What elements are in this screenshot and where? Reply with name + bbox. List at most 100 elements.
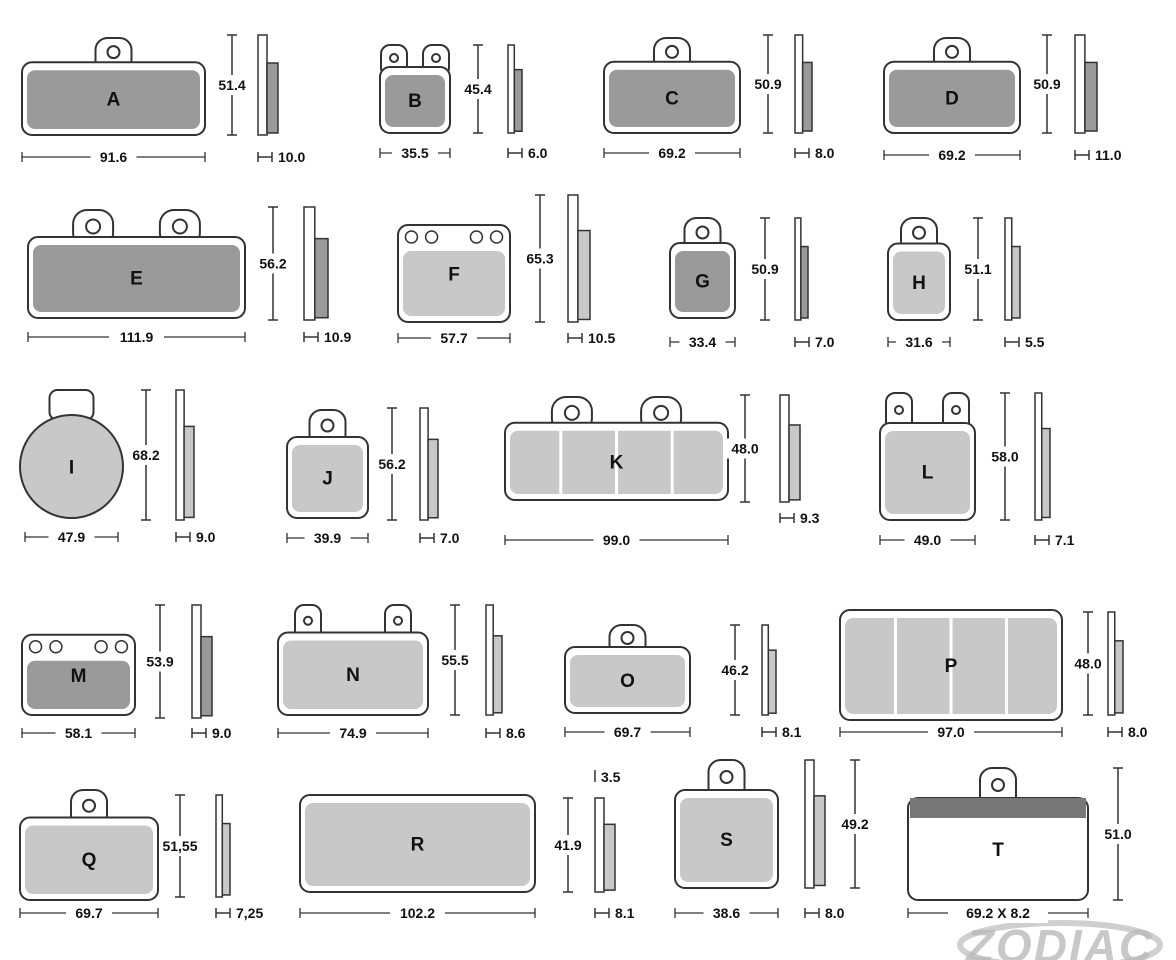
thickness-value: 7,25 (236, 905, 263, 921)
thickness-value: 8.0 (815, 145, 835, 161)
mounting-hole (665, 44, 679, 59)
label-background (604, 722, 651, 742)
label-background (458, 79, 498, 99)
pad-letter: E (130, 269, 143, 290)
side-view-friction (1114, 640, 1124, 714)
mounting-hole (28, 640, 43, 654)
mounting-hole (489, 230, 504, 244)
side-view-backing (191, 604, 202, 719)
width-value: 69.2 X 8.2 (966, 905, 1030, 921)
label-background (66, 903, 112, 923)
mounting-hole (653, 404, 670, 421)
label-background (435, 650, 475, 670)
side-view-backing (779, 394, 790, 503)
pad-letter: M (71, 666, 87, 687)
label-background (126, 445, 166, 465)
side-view-backing (419, 407, 429, 521)
width-value: 69.7 (75, 905, 102, 921)
label-background (748, 74, 788, 94)
watermark-logo: ZODIAC (964, 920, 1154, 960)
mounting-hole (303, 615, 313, 626)
side-view-backing (485, 604, 494, 716)
label-background (715, 660, 755, 680)
thickness-value: 8.0 (1128, 724, 1148, 740)
label-background (1068, 653, 1108, 674)
pad-letter: L (922, 463, 934, 484)
height-value: 53.9 (146, 654, 173, 670)
side-view-friction (266, 62, 279, 134)
pad-friction-material (19, 414, 124, 519)
label-background (90, 147, 137, 167)
mounting-hole (563, 404, 580, 421)
width-value: 35.5 (401, 145, 428, 161)
side-view-friction (800, 245, 809, 319)
side-view-backing (1004, 217, 1013, 321)
height-value: 50.9 (751, 261, 778, 277)
side-view-friction (603, 823, 616, 891)
label-background (304, 528, 351, 548)
pad-letter: P (945, 656, 958, 677)
label-background (548, 835, 588, 855)
side-view-friction (1011, 245, 1021, 319)
height-value: 46.2 (721, 662, 748, 678)
pad-letter: R (411, 835, 425, 856)
width-value: 31.6 (905, 334, 932, 350)
width-value: 49.0 (914, 532, 941, 548)
thickness-value: 7.0 (440, 530, 460, 546)
label-background (160, 836, 200, 856)
thickness-value: 10.9 (324, 329, 351, 345)
height-value: 55.5 (441, 652, 468, 668)
thickness-value: 7.0 (815, 334, 835, 350)
mounting-hole (424, 230, 439, 244)
pad-friction-material (675, 251, 730, 312)
label-background (109, 327, 164, 347)
height-value: 48.0 (731, 441, 758, 457)
watermark-logo-ring (957, 920, 1163, 960)
mounting-hole (85, 218, 102, 235)
label-background (958, 259, 998, 279)
pad-letter: N (346, 665, 360, 686)
mounting-hole (320, 418, 335, 433)
label-background (929, 145, 975, 165)
label-background (948, 903, 1048, 923)
label-background (703, 903, 750, 923)
height-value: 65.3 (526, 251, 553, 267)
label-background (679, 332, 726, 352)
mounting-hole (912, 225, 926, 240)
height-value: 49.2 (841, 816, 868, 832)
pad-friction-material (27, 660, 130, 709)
width-value: 33.4 (689, 334, 716, 350)
side-view-backing (567, 194, 579, 323)
mounting-hole (695, 225, 710, 240)
width-value: 102.2 (400, 905, 435, 921)
side-view-friction (788, 424, 801, 501)
label-background (649, 143, 695, 163)
side-view-backing (1034, 392, 1043, 521)
side-view-friction (200, 635, 213, 717)
mounting-hole (389, 53, 399, 63)
side-view-friction (183, 425, 195, 519)
mounting-hole (431, 53, 441, 63)
mounting-hole (894, 405, 904, 415)
side-view-friction (427, 438, 439, 519)
height-value: 45.4 (464, 81, 491, 97)
pad-letter: O (620, 671, 635, 692)
pad-friction-material (385, 75, 445, 127)
mounting-hole (719, 770, 734, 784)
pad-friction-material (913, 806, 1083, 894)
pad-friction-material (25, 825, 153, 894)
pad-friction-material (893, 251, 945, 314)
label-background (140, 651, 180, 672)
width-value: 47.9 (58, 529, 85, 545)
label-background (725, 438, 765, 459)
pad-letter: J (322, 469, 333, 490)
side-view-friction (314, 237, 329, 319)
thickness-value: 11.0 (1095, 147, 1122, 163)
